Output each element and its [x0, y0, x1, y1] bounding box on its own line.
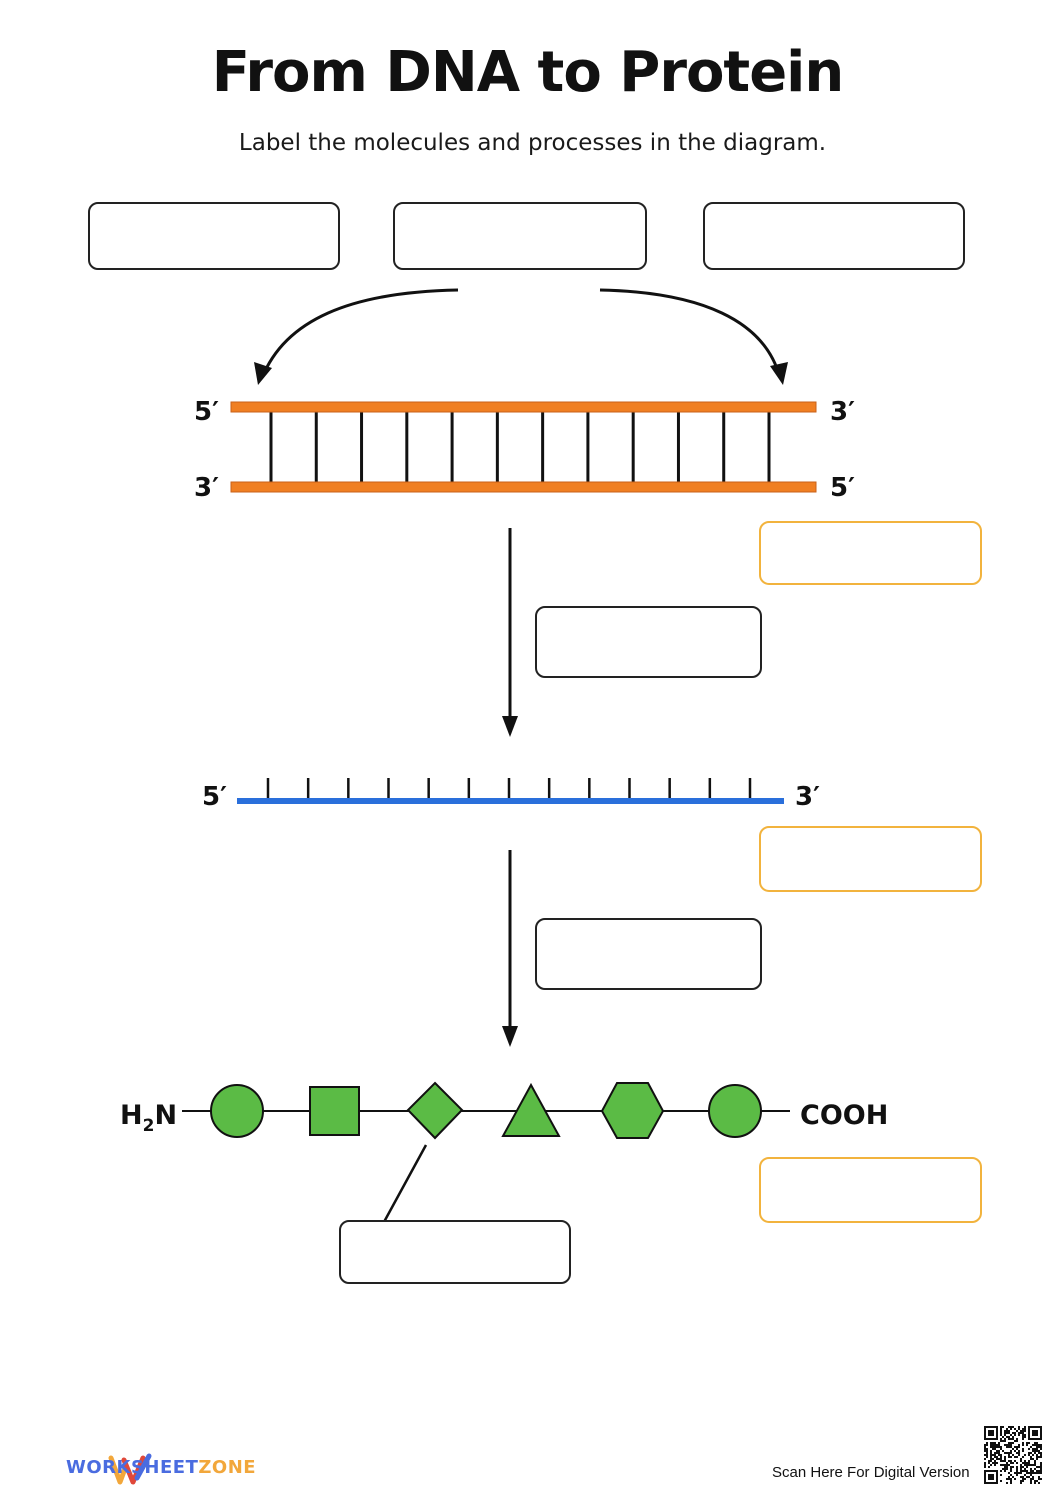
residue-square: [309, 1086, 360, 1136]
footer-brand-part2: ZONE: [198, 1457, 257, 1478]
label-box-top-right[interactable]: [703, 202, 965, 270]
label-box-translation[interactable]: [535, 918, 762, 990]
mrna-left-end-label: 5′: [202, 782, 227, 812]
label-box-mrna-molecule[interactable]: [759, 826, 982, 892]
n-terminus-label: H2N: [120, 1100, 177, 1136]
label-box-top-left[interactable]: [88, 202, 340, 270]
curved-arrow-right: [599, 288, 782, 379]
amino-acid-pointer-line: [382, 1144, 428, 1223]
page-title: From DNA to Protein: [211, 40, 844, 105]
curved-arrow-left: [260, 288, 459, 379]
footer-brand-part1: WORKSHEET: [66, 1457, 199, 1478]
residue-circle-1: [210, 1084, 264, 1138]
dna-rungs: [269, 412, 771, 482]
label-box-protein-molecule[interactable]: [759, 1157, 982, 1223]
mrna-right-end-label: 3′: [795, 782, 820, 812]
label-box-top-center[interactable]: [393, 202, 647, 270]
dna-top-left-end-label: 5′: [194, 397, 219, 427]
label-box-transcription[interactable]: [535, 606, 762, 678]
translation-arrow-head: [502, 1026, 518, 1047]
dna-bottom-left-end-label: 3′: [194, 473, 219, 503]
scan-here-text: Scan Here For Digital Version: [772, 1464, 970, 1481]
mrna-ticks: [266, 778, 752, 800]
dna-top-strand: [230, 401, 817, 413]
residue-diamond: [406, 1081, 464, 1140]
residue-triangle: [501, 1082, 561, 1137]
dna-top-right-end-label: 3′: [830, 397, 855, 427]
residue-circle-2: [708, 1084, 762, 1138]
label-box-dna-molecule[interactable]: [759, 521, 982, 585]
page-subtitle: Label the molecules and processes in the…: [238, 130, 827, 156]
qr-code-icon[interactable]: [984, 1426, 1042, 1484]
curved-arrow-right-head: [770, 362, 788, 385]
mrna-strand: [237, 798, 784, 804]
footer-brand: WORKSHEETZONE: [66, 1457, 256, 1478]
dna-bottom-strand: [230, 481, 817, 493]
worksheetzone-logo-icon: [108, 1453, 152, 1485]
label-box-amino-acid[interactable]: [339, 1220, 571, 1284]
dna-bottom-right-end-label: 5′: [830, 473, 855, 503]
c-terminus-label: COOH: [800, 1100, 888, 1131]
residue-hexagon: [600, 1082, 665, 1139]
curved-arrow-left-head: [254, 362, 272, 385]
transcription-arrow-head: [502, 716, 518, 737]
